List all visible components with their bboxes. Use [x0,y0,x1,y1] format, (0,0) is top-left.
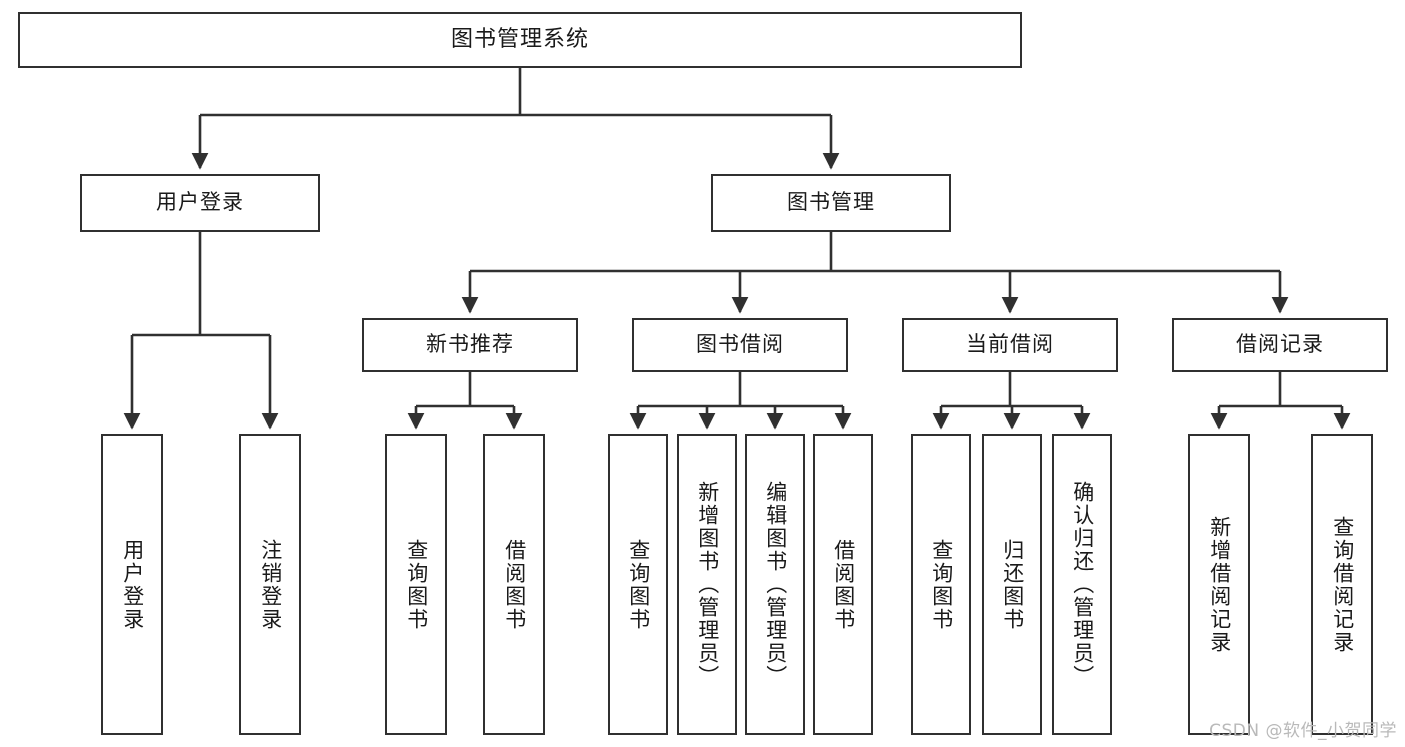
leaf-borrow-book-newbook[interactable]: 借阅图书 [483,434,545,735]
leaf-query-borrow-record-label: 查询借阅记录 [1330,515,1355,654]
leaf-borrow-book[interactable]: 借阅图书 [813,434,873,735]
leaf-edit-book-admin[interactable]: 编辑图书（管理员） [745,434,805,735]
node-book-borrow[interactable]: 图书借阅 [632,318,848,372]
node-book-management-label: 图书管理 [787,190,875,215]
leaf-borrow-book-label: 借阅图书 [831,538,856,631]
node-book-management[interactable]: 图书管理 [711,174,951,232]
leaf-return-book-label: 归还图书 [1000,538,1025,631]
node-user-login-label: 用户登录 [156,190,244,215]
leaf-confirm-return-admin[interactable]: 确认归还（管理员） [1052,434,1112,735]
node-new-book-recommend-label: 新书推荐 [426,332,514,357]
leaf-user-login[interactable]: 用户登录 [101,434,163,735]
node-book-borrow-label: 图书借阅 [696,332,784,357]
leaf-add-book-admin-label: 新增图书（管理员） [695,481,720,688]
leaf-query-book-newbook-label: 查询图书 [404,538,429,631]
node-root[interactable]: 图书管理系统 [18,12,1022,68]
node-borrow-record[interactable]: 借阅记录 [1172,318,1388,372]
leaf-return-book[interactable]: 归还图书 [982,434,1042,735]
leaf-logout[interactable]: 注销登录 [239,434,301,735]
leaf-query-book-newbook[interactable]: 查询图书 [385,434,447,735]
node-current-borrow-label: 当前借阅 [966,332,1054,357]
node-current-borrow[interactable]: 当前借阅 [902,318,1118,372]
leaf-add-borrow-record-label: 新增借阅记录 [1207,515,1232,654]
node-new-book-recommend[interactable]: 新书推荐 [362,318,578,372]
leaf-query-borrow-record[interactable]: 查询借阅记录 [1311,434,1373,735]
leaf-borrow-book-newbook-label: 借阅图书 [502,538,527,631]
leaf-add-borrow-record[interactable]: 新增借阅记录 [1188,434,1250,735]
node-user-login[interactable]: 用户登录 [80,174,320,232]
leaf-confirm-return-admin-label: 确认归还（管理员） [1070,481,1095,688]
leaf-query-book-borrow[interactable]: 查询图书 [608,434,668,735]
leaf-add-book-admin[interactable]: 新增图书（管理员） [677,434,737,735]
node-root-label: 图书管理系统 [450,26,589,52]
csdn-watermark: CSDN @软件_小贺同学 [1209,721,1397,741]
node-borrow-record-label: 借阅记录 [1236,332,1324,357]
leaf-logout-label: 注销登录 [258,538,283,631]
leaf-user-login-label: 用户登录 [120,538,145,631]
leaf-edit-book-admin-label: 编辑图书（管理员） [763,481,788,688]
leaf-query-book-borrow-label: 查询图书 [626,538,651,631]
leaf-query-book-current[interactable]: 查询图书 [911,434,971,735]
leaf-query-book-current-label: 查询图书 [929,538,954,631]
